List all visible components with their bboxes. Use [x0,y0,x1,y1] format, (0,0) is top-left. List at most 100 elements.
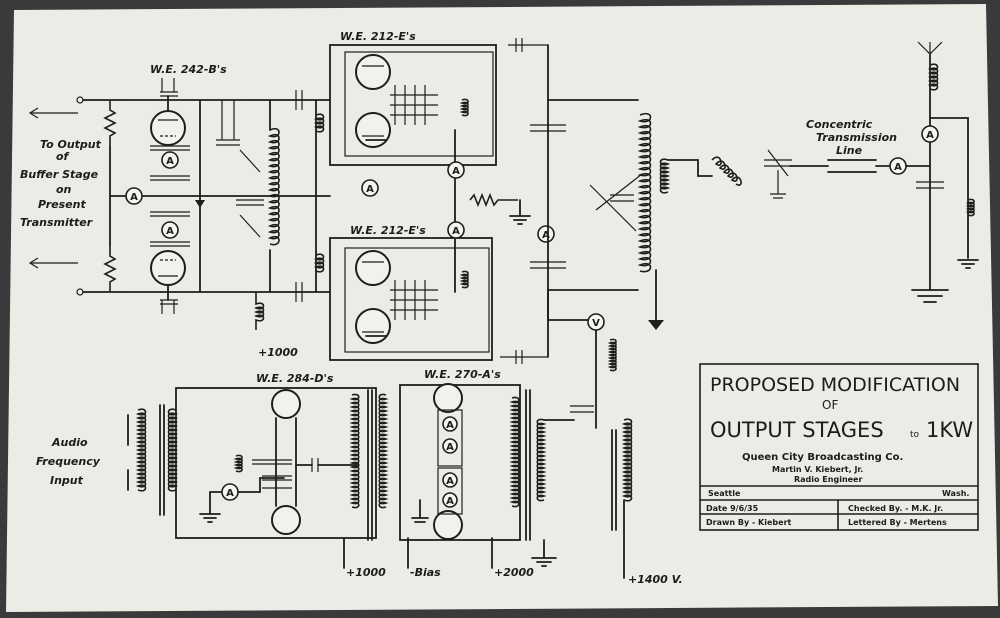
left-note-line6: Transmitter [20,216,93,229]
tube-242b-bottom [150,250,186,286]
buffer-meter-top [161,151,179,169]
modulator-meter-4 [442,492,458,508]
modulator-feed [547,289,597,429]
modulator-meter-3 [442,472,458,488]
modulator-section: V +1400 V. Audio Frequency Input W.E. 28… [36,289,683,586]
pa-bottom-label: W.E. 212-E's [350,224,426,237]
tube-212e-2 [355,112,391,148]
neut-cap-top [160,78,178,97]
pa-ground [509,215,531,225]
mod-xfmr-leads [543,419,575,559]
tube-270a-bottom [433,510,463,540]
tank-tuning-cap [589,173,643,232]
pa-tube-plates [362,65,384,333]
pa-top-label: W.E. 212-E's [340,30,416,43]
title-city: Seattle [708,489,741,498]
driver-meter-label: A [226,488,234,499]
concentric-line [789,159,891,173]
series-loading-coil [711,156,742,186]
interstage-xfmr-core [367,389,373,541]
left-note: To Output of Buffer Stage on Present Tra… [20,107,102,269]
line-label-3: Line [836,144,863,157]
title-state: Wash. [942,489,969,498]
bypass-caps-buffer [150,145,190,247]
pa-stage: W.E. 212-E's W.E. 212-E's A A A A [329,30,671,364]
pa-neut-cap-top [508,38,548,52]
modulation-xfmr-secondary [536,418,547,502]
coupling-cap-bottom [295,282,303,302]
pa-meter-grid-label: A [366,184,374,195]
audio-note-line3: Input [50,474,84,487]
tube-284d-top [271,389,301,419]
output-link-coil [659,158,671,194]
driver-bias-choke [233,454,243,473]
buffer-meter-top-label: A [166,156,174,167]
series-tuning-cap [764,149,792,177]
buffer-tank-coil [267,127,280,246]
title-line2: OUTPUT STAGES [710,418,884,442]
driver-enclosure [175,387,377,539]
audio-note-line2: Frequency [36,455,101,468]
tube-284d-bottom [271,505,301,535]
antenna-base-meter [921,125,939,143]
tank-ground [648,320,664,330]
output-network: Concentric Transmission Line A A [667,41,979,303]
modulator-meter-4-label: A [446,496,454,507]
modulator-tube-label: W.E. 270-A's [424,368,501,381]
pa-meter-grid [361,179,379,197]
pa-filament-wiring-bottom [390,280,438,320]
coupling-cap-top [295,90,303,110]
left-arrowhead-top [28,107,39,119]
title-role: Radio Engineer [794,475,862,484]
pa-plate-bypass [530,124,566,269]
audio-note-line1: Audio [51,436,88,449]
mod-xfmr-ground [531,557,557,567]
supply-hv2: +1000 [346,566,386,579]
tank-feed-lines [547,99,639,291]
pa-bottom-shield [344,247,490,353]
buffer-meter-grid-label: A [130,192,138,203]
modulator-grid-network-bottom [437,467,463,515]
grid-resistor-top [103,100,117,146]
title-block: PROPOSED MODIFICATION OF OUTPUT STAGES t… [699,363,979,531]
title-drawn: Drawn By - Kiebert [706,518,792,527]
drain-ground [957,259,979,269]
pa-filament-xfmr-top [459,98,469,117]
antenna-shunt-cap [916,181,944,189]
line-label-1: Concentric [806,118,873,131]
pa-top-shield [344,51,494,157]
ground-arrow-buffer [195,200,205,208]
pa-tank-coil [637,112,652,273]
driver-meter-lead [237,477,285,493]
modulation-choke [607,338,617,372]
driver-tube-label: W.E. 284-D's [256,372,334,385]
tank-cap-variable [236,149,264,238]
modulator-enclosure [399,384,521,541]
left-note-line3: Buffer Stage [20,168,99,181]
title-engineer: Martin V. Kiebert, Jr. [772,465,863,474]
modulator-meter-3-label: A [446,476,454,487]
pa-meter-top [447,161,465,179]
pa-meter-bottom [447,221,465,239]
supply-hv1: +1000 [258,346,298,359]
interstage-xfmr-secondary [378,393,389,509]
driver-bypass [252,459,292,489]
pa-cathode-bars [365,139,387,337]
antenna-meter-label: A [894,162,902,173]
driver-ground [199,513,221,523]
shunt-cap [770,170,786,199]
supply-hv3: +2000 [494,566,534,579]
tube-212e-3 [355,250,391,286]
pa-filament-wiring-top [390,85,438,125]
input-xfmr-primary [135,408,147,492]
title-line1: PROPOSED MODIFICATION [710,374,960,396]
tube-212e-4 [355,308,391,344]
output-lead [667,159,713,177]
supply-hv4: +1400 V. [628,573,683,586]
title-checked: Checked By. - M.K. Jr. [848,504,943,513]
buffer-rf-choke [253,292,265,330]
title-lettered: Lettered By - Mertens [848,518,947,527]
tube-212e-1 [355,54,391,90]
modulation-xfmr-core [525,389,531,541]
